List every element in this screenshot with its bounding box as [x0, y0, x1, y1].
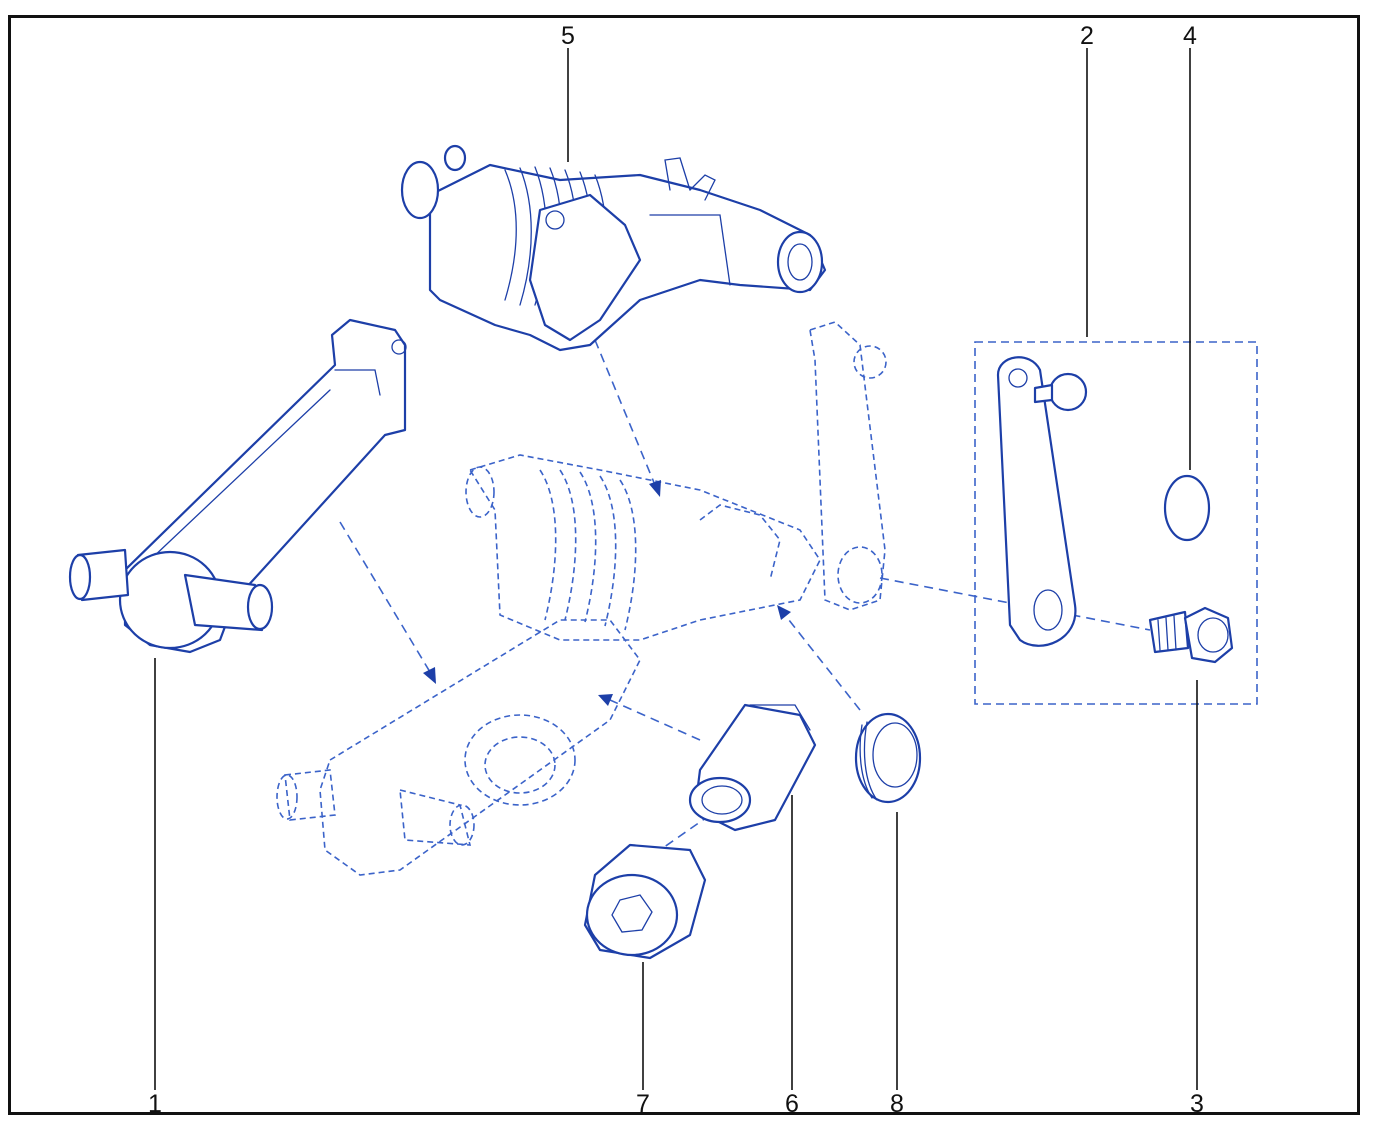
ghost-assembly	[276, 321, 887, 876]
part-8-ring	[854, 712, 922, 804]
callout-3: 3	[1190, 1090, 1204, 1118]
callout-1: 1	[148, 1090, 162, 1118]
callout-5: 5	[561, 22, 575, 50]
part-6-sleeve	[688, 703, 817, 832]
part-7-plug	[583, 843, 707, 960]
callout-7: 7	[636, 1090, 650, 1118]
part-2-group	[974, 341, 1258, 705]
callout-4: 4	[1183, 22, 1197, 50]
callout-6: 6	[785, 1090, 799, 1118]
part-5-shaft-assembly	[400, 144, 827, 352]
callout-8: 8	[890, 1090, 904, 1118]
part-4-washer	[1163, 474, 1211, 542]
part-3-bolt-head	[1183, 606, 1234, 664]
callout-labels: 1 2 3 4 5 6 7 8	[148, 22, 1204, 1118]
part-3-bolt-shank	[1148, 610, 1190, 654]
callout-2: 2	[1080, 22, 1094, 50]
leader-lines	[154, 48, 1198, 1090]
diagram-frame	[8, 15, 1360, 1115]
part-1-lever-arm	[68, 318, 407, 654]
